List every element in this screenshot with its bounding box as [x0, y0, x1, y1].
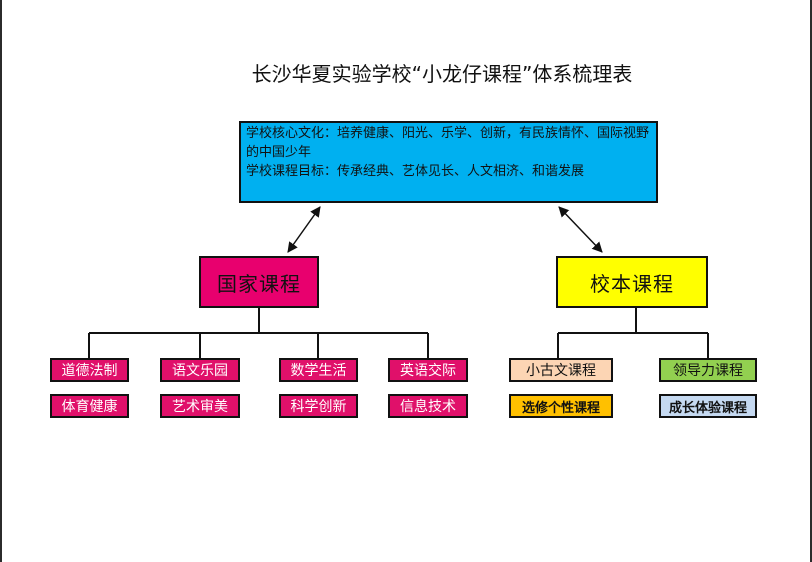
national-course-box: 国家课程	[199, 256, 319, 308]
course-leadership: 领导力课程	[659, 358, 757, 382]
school-tree-lines	[557, 308, 709, 358]
course-science: 科学创新	[279, 394, 358, 418]
course-growth: 成长体验课程	[659, 394, 757, 418]
course-goal-text: 学校课程目标：传承经典、艺体见长、人文相济、和谐发展	[246, 164, 585, 179]
page-title: 长沙华夏实验学校“小龙仔课程”体系梳理表	[251, 62, 633, 86]
course-pe-health: 体育健康	[50, 394, 129, 418]
core-culture-box: 学校核心文化：培养健康、阳光、乐学、创新，有民族情怀、国际视野的中国少年 学校课…	[239, 121, 658, 203]
arrow-core-national	[287, 206, 321, 253]
arrow-core-school	[558, 206, 603, 253]
course-moral-law: 道德法制	[50, 358, 129, 382]
course-elective: 选修个性课程	[509, 394, 613, 418]
course-it: 信息技术	[388, 394, 468, 418]
national-tree-lines	[88, 308, 429, 358]
school-course-box: 校本课程	[556, 256, 708, 308]
course-chinese: 语文乐园	[160, 358, 240, 382]
core-culture-text: 学校核心文化：培养健康、阳光、乐学、创新，有民族情怀、国际视野的中国少年	[246, 126, 650, 160]
course-english: 英语交际	[388, 358, 468, 382]
course-art: 艺术审美	[160, 394, 240, 418]
course-math: 数学生活	[279, 358, 358, 382]
course-classical-chinese: 小古文课程	[509, 358, 613, 382]
